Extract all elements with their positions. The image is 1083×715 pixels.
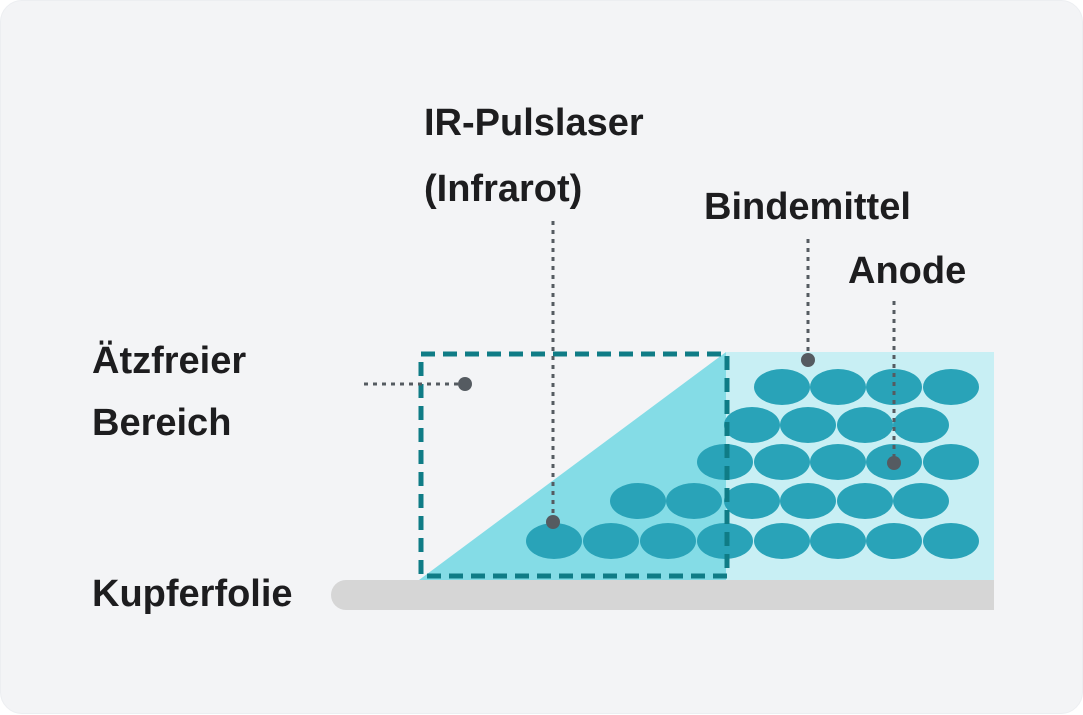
particle — [697, 444, 753, 480]
particle — [754, 523, 810, 559]
copper-foil-label: Kupferfolie — [92, 573, 293, 615]
etch-free-label-line1: Ätzfreier — [92, 339, 246, 382]
laser-callout-dot — [546, 515, 560, 529]
particle — [810, 444, 866, 480]
etched-wedge — [419, 352, 726, 580]
particle — [866, 369, 922, 405]
anode-label: Anode — [848, 250, 966, 292]
particle — [754, 444, 810, 480]
particle — [893, 483, 949, 519]
particle — [583, 523, 639, 559]
particle — [666, 483, 722, 519]
particle — [837, 483, 893, 519]
anode-callout-dot — [887, 456, 901, 470]
particle — [610, 483, 666, 519]
particle — [780, 483, 836, 519]
particle — [754, 369, 810, 405]
etch-callout-dot — [458, 377, 472, 391]
laser-label-line2: (Infrarot) — [424, 168, 582, 210]
particle — [866, 523, 922, 559]
etch-free-label-line2: Bereich — [92, 402, 231, 444]
particle — [724, 483, 780, 519]
particle — [780, 407, 836, 443]
laser-label-line1: IR-Pulslaser — [424, 102, 644, 144]
binder-callout-dot — [801, 353, 815, 367]
particle — [640, 523, 696, 559]
particle — [923, 523, 979, 559]
particle — [526, 523, 582, 559]
binder-label: Bindemittel — [704, 186, 911, 228]
particle — [923, 369, 979, 405]
particle — [810, 523, 866, 559]
particle — [810, 369, 866, 405]
particle — [724, 407, 780, 443]
particle — [893, 407, 949, 443]
particle — [923, 444, 979, 480]
copper-foil — [331, 580, 994, 610]
particle — [837, 407, 893, 443]
